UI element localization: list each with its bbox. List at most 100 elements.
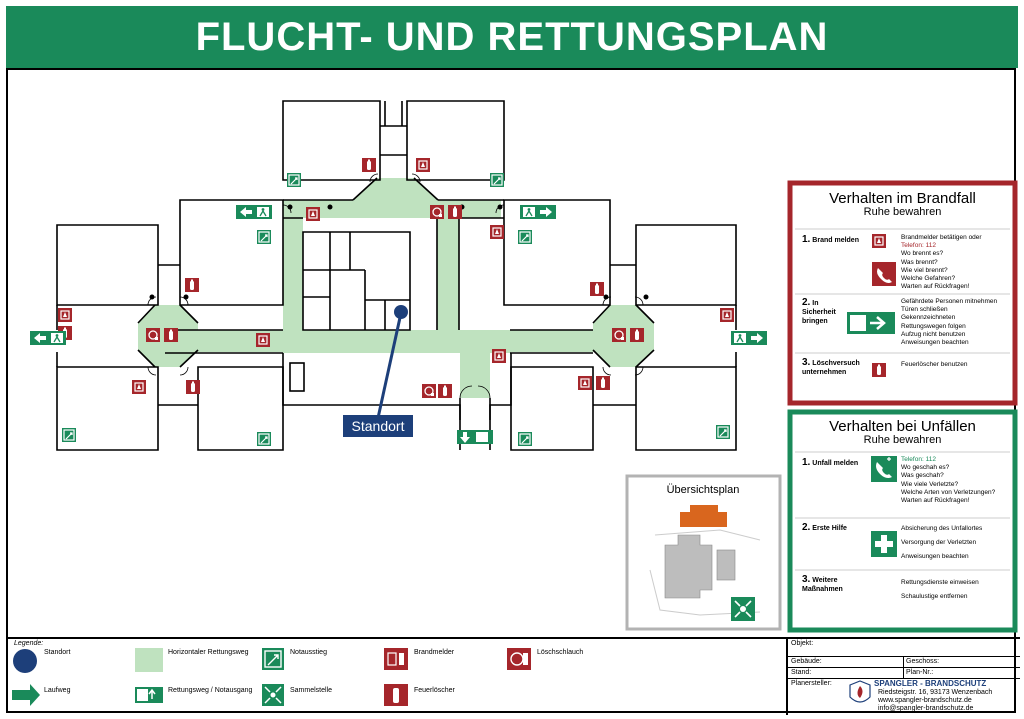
unfall-step-1: 1. Unfall melden [802,457,858,468]
fire-alarm-icon [57,307,73,323]
tb-label: Geschoss: [906,658,940,665]
emergency-exit-icon [135,687,163,703]
unfall-step-1-text: Telefon: 112 Wo geschah es? Was geschah?… [901,456,995,505]
company-name: SPANGLER - BRANDSCHUTZ [874,679,987,688]
standort-pointer [376,312,403,419]
step-line: Was brennt? [901,258,938,266]
fire-alarm-icon [384,648,408,670]
step-number: 2. [802,522,811,533]
company-web: www.spangler-brandschutz.de [878,697,972,704]
step-number: 3. [802,574,811,585]
emergency-exit-ladder-icon [256,431,272,447]
fire-extinguisher-icon [384,684,408,706]
tb-label: Gebäude: [791,658,822,665]
step-line: Türen schließen [901,306,948,314]
fire-hose-icon [145,327,161,343]
door-pivots [149,204,649,300]
brandfall-title: Verhalten im Brandfall [829,190,976,207]
tb-row-stand: Stand: Plan-Nr.: [788,667,1020,679]
company-address: Riedsteigstr. 16, 93173 Wenzenbach [878,689,993,696]
emergency-exit-ladder-icon [489,172,505,188]
brandfall-step-3-text: Feuerlöscher benutzen [901,361,968,368]
brandfall-step-2: 2. In Sicherheit bringen [802,298,846,326]
standort-dot-icon [13,649,37,673]
brandfall-box [787,180,1018,406]
brandfall-step-3: 3. Löschversuch unternehmen [802,358,864,377]
tb-row-objekt: Objekt: [788,639,1020,657]
tb-label: Objekt: [791,640,814,647]
step-line: Anweisungen beachten [901,553,969,560]
fire-alarm-icon [255,332,271,348]
tb-label: Stand: [791,669,812,676]
emergency-exit-icon [730,330,768,346]
step-line: Warten auf Rückfragen! [901,497,970,505]
legend: Legende: Standort Horizontaler Rettungsw… [8,637,786,715]
emergency-exit-ladder-icon [286,172,302,188]
emergency-exit-icon [847,312,895,334]
assembly-point-icon [731,597,755,621]
fire-hose-icon [429,204,445,220]
fire-hose-icon [507,648,531,670]
step-label: Erste Hilfe [812,525,847,532]
overview-title: Übersichtsplan [667,484,740,496]
step-line: Aufzug nicht benutzen [901,330,966,338]
emergency-exit-icon [519,204,557,220]
tb-label: Plan-Nr.: [906,669,934,676]
step-line: Brandmelder betätigen oder [901,234,982,241]
fire-extinguisher-icon [590,282,604,296]
fire-alarm-icon [577,375,593,391]
tb-row-gebaeude: Gebäude: Geschoss: [788,656,1020,668]
emergency-exit-icon [235,204,273,220]
step-line: Telefon: 112 [901,456,936,463]
step-number: 1. [802,457,811,468]
overview-map [649,505,761,616]
step-line: Warten auf Rückfragen! [901,283,970,291]
emergency-exit-ladder-icon [517,431,533,447]
legend-label: Feuerlöscher [414,687,455,694]
emergency-phone-icon [871,456,897,482]
step-separators [795,228,1010,571]
unfall-subtitle: Ruhe bewahren [863,434,942,446]
brandfall-step-2-text: Gefährdete Personen mitnehmen Türen schl… [901,298,997,347]
emergency-exit-ladder-icon [262,648,284,670]
fire-alarm-icon [871,233,887,249]
legend-label: Rettungsweg / Notausgang [168,687,253,694]
step-line: Wo brennt es? [901,250,944,258]
legend-label: Notausstieg [290,649,327,656]
step-line: Gekennzeichneten [901,314,956,322]
step-line: Absicherung des Unfallortes [901,525,983,532]
legend-label: Sammelstelle [290,687,333,694]
escape-route-area [138,178,654,398]
first-aid-icon [871,531,897,557]
company-email: info@spangler-brandschutz.de [878,705,974,712]
fire-hose-icon [611,327,627,343]
unfall-title: Verhalten bei Unfällen [829,418,976,435]
fire-alarm-icon [489,224,505,240]
unfall-step-3-text: Rettungsdienste einweisen Schaulustige e… [901,576,979,604]
step-line: Rettungsdienste einweisen [901,579,979,586]
step-number: 1. [802,234,811,245]
fire-alarm-icon [491,348,507,364]
fire-extinguisher-icon [630,328,644,342]
step-number: 3. [802,357,811,368]
step-line: Welche Gefahren? [901,275,956,283]
fire-extinguisher-icon [186,380,200,394]
plan-title: FLUCHT- UND RETTUNGSPLAN [6,6,1018,68]
fire-extinguisher-icon [872,363,886,377]
step-label: Weitere Maßnahmen [802,577,843,593]
legend-label: Löschschlauch [537,649,584,656]
step-number: 2. [802,297,811,308]
step-line: Rettungswegen folgen [901,322,966,330]
emergency-exit-ladder-icon [256,229,272,245]
step-label: In Sicherheit bringen [802,300,836,325]
fire-extinguisher-icon [362,158,376,172]
legend-label: Brandmelder [414,649,455,656]
standort-box [343,415,413,437]
emergency-exit-down-icon [457,430,493,444]
legend-label: Standort [44,649,71,656]
tb-label: Planersteller: [791,680,832,687]
assembly-point-icon [262,684,284,706]
brandfall-subtitle: Ruhe bewahren [863,206,942,218]
company-contact: Riedsteigstr. 16, 93173 Wenzenbach www.s… [878,689,992,713]
